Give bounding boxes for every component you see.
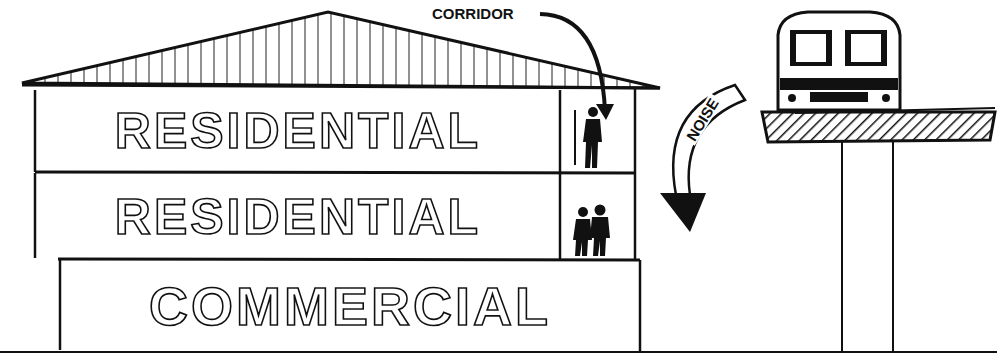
elevated-train	[778, 12, 900, 110]
rail	[795, 108, 995, 113]
floor-band: COMMERCIAL	[63, 263, 637, 349]
corridor-wall	[559, 90, 562, 259]
pillar	[892, 142, 894, 352]
floor-label: COMMERCIAL	[149, 279, 551, 333]
corridor-arrow	[540, 14, 605, 110]
corridor-label: CORRIDOR	[432, 6, 514, 21]
corridor-wall	[634, 88, 637, 259]
ground-line	[0, 351, 997, 353]
track-deck	[762, 112, 995, 142]
people	[573, 107, 610, 256]
floor-band: RESIDENTIAL	[38, 176, 558, 257]
floor-line	[58, 259, 640, 260]
corridor-door	[574, 110, 576, 165]
wall	[34, 173, 37, 258]
floor-label: RESIDENTIAL	[115, 106, 481, 156]
noise-arrow	[673, 85, 745, 195]
floor-line	[35, 172, 635, 173]
wall	[34, 90, 37, 172]
roof	[22, 12, 660, 88]
wall	[59, 260, 62, 350]
arrowhead	[660, 193, 706, 232]
floor-band: RESIDENTIAL	[38, 92, 558, 170]
arrowhead	[596, 104, 614, 120]
floor-label: RESIDENTIAL	[115, 192, 481, 242]
pillar	[841, 142, 843, 352]
wall	[639, 260, 642, 352]
roof-base	[22, 85, 660, 88]
